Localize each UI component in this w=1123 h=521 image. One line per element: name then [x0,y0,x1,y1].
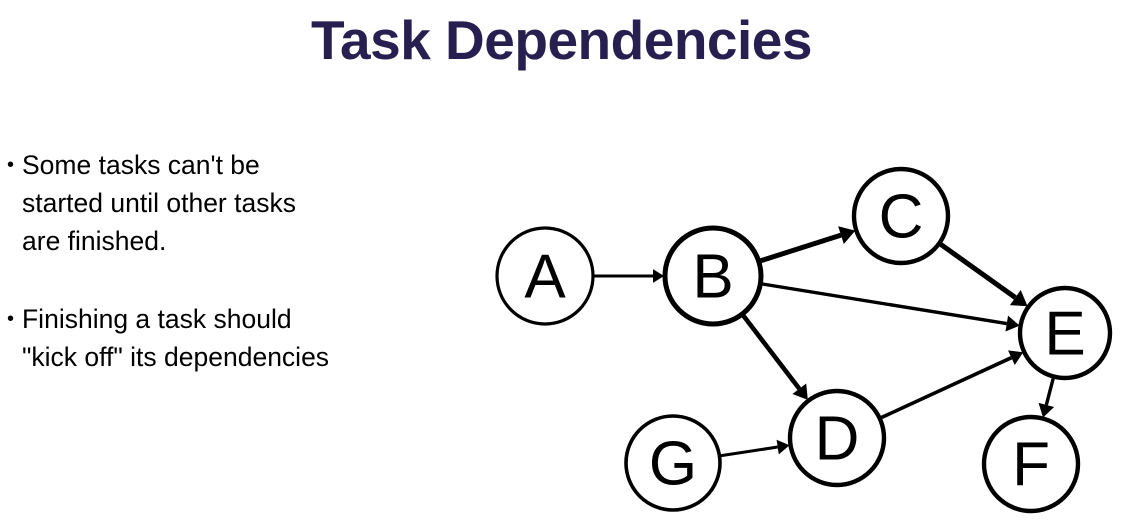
graph-node-label: G [649,430,697,499]
graph-node-label: C [879,183,924,252]
graph-edge-d-to-e [879,356,1013,420]
graph-edge-b-to-e [761,282,1008,326]
arrowhead-icon [838,226,856,245]
graph-node-d[interactable]: D [787,388,887,488]
arrowhead-icon [1005,315,1020,332]
arrowhead-icon [1009,290,1028,307]
graph-node-circle [851,166,951,266]
arrowhead-icon [776,439,790,455]
graph-node-layer: A B C D EF G [495,166,1113,514]
graph-node-g[interactable]: G [624,414,722,512]
graph-edge-g-to-d [720,445,778,458]
graph-node-label: B [692,243,733,312]
list-item: • Finishing a task should "kick off" its … [7,300,437,376]
graph-node-c[interactable]: C [851,166,951,266]
arrowhead-icon [792,383,808,400]
graph-node-label: A [524,243,566,312]
graph-node-circle [981,414,1081,514]
graph-node-label: E [1044,300,1085,369]
graph-node-label: F [1012,431,1050,500]
graph-node-b[interactable]: B [662,225,764,327]
graph-node-circle [624,414,722,512]
graph-node-e[interactable]: E [1017,285,1113,381]
bullet-text: Finishing a task should "kick off" its d… [22,304,330,372]
arrowhead-icon [1008,350,1024,365]
bullet-marker-icon: • [7,308,15,330]
graph-node-f[interactable]: F [981,414,1081,514]
arrowhead-icon [1038,402,1055,418]
graph-edge-c-to-e [938,241,1017,300]
graph-edge-e-to-f [1044,377,1056,406]
arrowhead-icon [653,269,664,283]
graph-node-label: D [815,405,860,474]
bullet-list: • Some tasks can't be started until other… [7,146,437,376]
bullet-marker-icon: • [7,154,15,176]
graph-node-circle [495,226,595,326]
graph-node-circle [662,225,764,327]
bullet-text: Some tasks can't be started until other … [22,150,296,256]
graph-node-circle [787,388,887,488]
graph-edge-b-to-d [740,313,802,391]
page-title: Task Dependencies [311,9,812,71]
graph-edge-b-to-c [758,232,842,264]
graph-edge-layer [594,226,1056,458]
graph-node-circle [1017,285,1113,381]
list-item: • Some tasks can't be started until other… [7,146,437,260]
graph-node-a[interactable]: A [495,226,595,326]
